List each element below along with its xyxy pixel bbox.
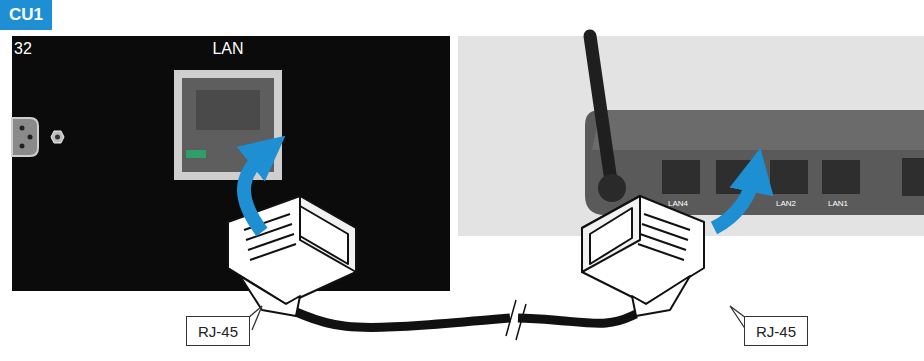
port-name: LAN	[212, 40, 243, 58]
node-text: RJ-45	[198, 323, 238, 340]
callout-pointer	[248, 306, 262, 330]
router-background	[458, 36, 924, 236]
port-name: 32	[14, 40, 32, 58]
port-name: LAN1	[828, 199, 848, 208]
insert-arrow	[244, 150, 268, 232]
node-text: RJ-45	[756, 323, 796, 340]
serial-connector	[12, 118, 38, 156]
port-name: LAN2	[776, 199, 796, 208]
cable	[296, 300, 636, 340]
rj45-plug-right	[582, 196, 704, 316]
connector-callout: RJ-45	[186, 316, 250, 346]
node-text: CU1	[9, 5, 43, 25]
lan-jack	[174, 70, 282, 180]
insert-arrow	[714, 170, 756, 228]
port-name: LAN4	[668, 199, 688, 208]
hex-nut	[51, 131, 64, 143]
section-tag: CU1	[0, 0, 52, 30]
connector-callout: RJ-45	[744, 316, 808, 346]
